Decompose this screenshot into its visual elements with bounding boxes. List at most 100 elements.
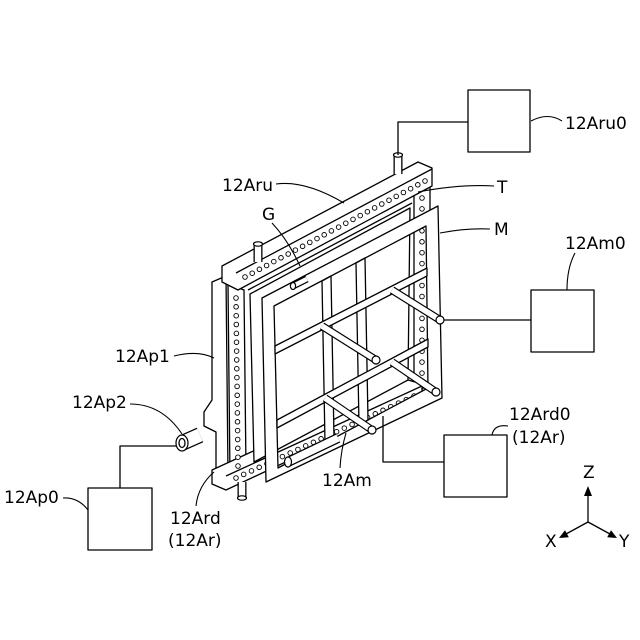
pin-hole — [235, 375, 240, 380]
label-12ard-alias: (12Ar) — [168, 531, 222, 551]
label-12ard0-alias: (12Ar) — [512, 428, 566, 448]
pin-hole — [235, 402, 240, 407]
pin-hole — [235, 437, 240, 442]
pin-hole — [272, 259, 277, 264]
pin-hole — [235, 384, 240, 389]
pin-hole — [234, 313, 239, 318]
pin-hole — [394, 194, 399, 199]
x-axis-arrow — [559, 530, 569, 538]
leader-12ard — [196, 472, 214, 506]
pin-hole — [358, 213, 363, 218]
pin-bottom — [238, 496, 247, 500]
pin-hole — [257, 267, 262, 272]
label-12ap1: 12Ap1 — [115, 347, 170, 367]
rod-end — [432, 388, 440, 396]
pin-hole — [286, 252, 291, 257]
pin-hole — [235, 366, 240, 371]
pin-hole — [257, 465, 262, 470]
pin-hole — [420, 360, 425, 365]
pin-hole — [420, 250, 425, 255]
pin-hole — [420, 327, 425, 332]
line-plate — [120, 446, 176, 488]
pin-hole — [234, 296, 239, 301]
z-axis-arrow — [584, 486, 592, 496]
pin-hole — [235, 393, 240, 398]
pin-hole — [423, 179, 428, 184]
leader-m — [440, 229, 490, 233]
pin-hole — [243, 275, 248, 280]
box-12aru0 — [468, 90, 530, 152]
pin-hole — [420, 196, 425, 201]
pin-hole — [365, 209, 370, 214]
label-g: G — [262, 205, 275, 225]
pin-hole — [315, 236, 320, 241]
label-12am0: 12Am0 — [565, 234, 626, 254]
line-lower-rail — [383, 416, 444, 462]
pin-hole — [420, 283, 425, 288]
leader-12ap0 — [63, 498, 88, 510]
pin-hole — [241, 472, 246, 477]
pin-hole — [350, 422, 355, 427]
pin-top — [254, 242, 263, 246]
pin-hole — [420, 371, 425, 376]
box-12ard0 — [444, 435, 507, 497]
lower-pin — [238, 482, 247, 500]
pin-hole — [351, 217, 356, 222]
leader-12ap2 — [130, 404, 182, 434]
pin-hole — [234, 331, 239, 336]
pin-hole — [300, 244, 305, 249]
label-12aru0: 12Aru0 — [565, 114, 627, 134]
x-axis-line — [566, 522, 588, 534]
pin-hole — [236, 464, 241, 469]
label-12ard0: 12Ard0 — [509, 405, 571, 425]
pin-hole — [336, 225, 341, 230]
pin-hole — [280, 454, 285, 459]
pin-hole — [279, 255, 284, 260]
pin-hole — [236, 446, 241, 451]
pin-hole — [329, 229, 334, 234]
side-plate — [204, 276, 228, 480]
plate-knob — [176, 435, 200, 451]
rod-end — [368, 426, 376, 434]
label-12ap2: 12Ap2 — [72, 393, 127, 413]
leader-12ard0 — [492, 426, 508, 435]
pin-hole — [234, 322, 239, 327]
pin-hole — [322, 233, 327, 238]
box-12ap0 — [88, 488, 152, 550]
label-12ard: 12Ard — [170, 509, 221, 529]
pin-hole — [416, 183, 421, 188]
pin-hole — [308, 240, 313, 245]
pin-hole — [420, 240, 425, 245]
pin-hole — [293, 248, 298, 253]
pin-hole — [408, 186, 413, 191]
pin-hole — [235, 420, 240, 425]
leader-12aru — [276, 183, 344, 203]
pin-hole — [234, 349, 239, 354]
pin-hole — [235, 411, 240, 416]
pin-hole — [420, 294, 425, 299]
pin-hole — [420, 207, 425, 212]
pin-hole — [344, 221, 349, 226]
pin-hole — [264, 263, 269, 268]
upper-right-pin — [394, 153, 403, 174]
pin-hole — [234, 358, 239, 363]
pin-hole — [235, 428, 240, 433]
leader-12aru0 — [531, 117, 562, 122]
label-m: M — [494, 220, 509, 240]
z-axis-label: Z — [583, 463, 595, 483]
pin-hole — [234, 340, 239, 345]
y-axis-label: Y — [618, 532, 630, 552]
y-axis-arrow — [607, 530, 617, 538]
pin-hole — [372, 206, 377, 211]
rod-end — [436, 316, 444, 324]
pin-hole — [401, 190, 406, 195]
knob-face — [176, 435, 188, 451]
label-12am: 12Am — [322, 471, 372, 491]
pin-hole — [236, 455, 241, 460]
pin-hole — [250, 271, 255, 276]
label-12ap0: 12Ap0 — [4, 488, 59, 508]
pin-end — [290, 283, 295, 290]
pin-hole — [334, 429, 339, 434]
leader-12ap1 — [174, 353, 214, 358]
